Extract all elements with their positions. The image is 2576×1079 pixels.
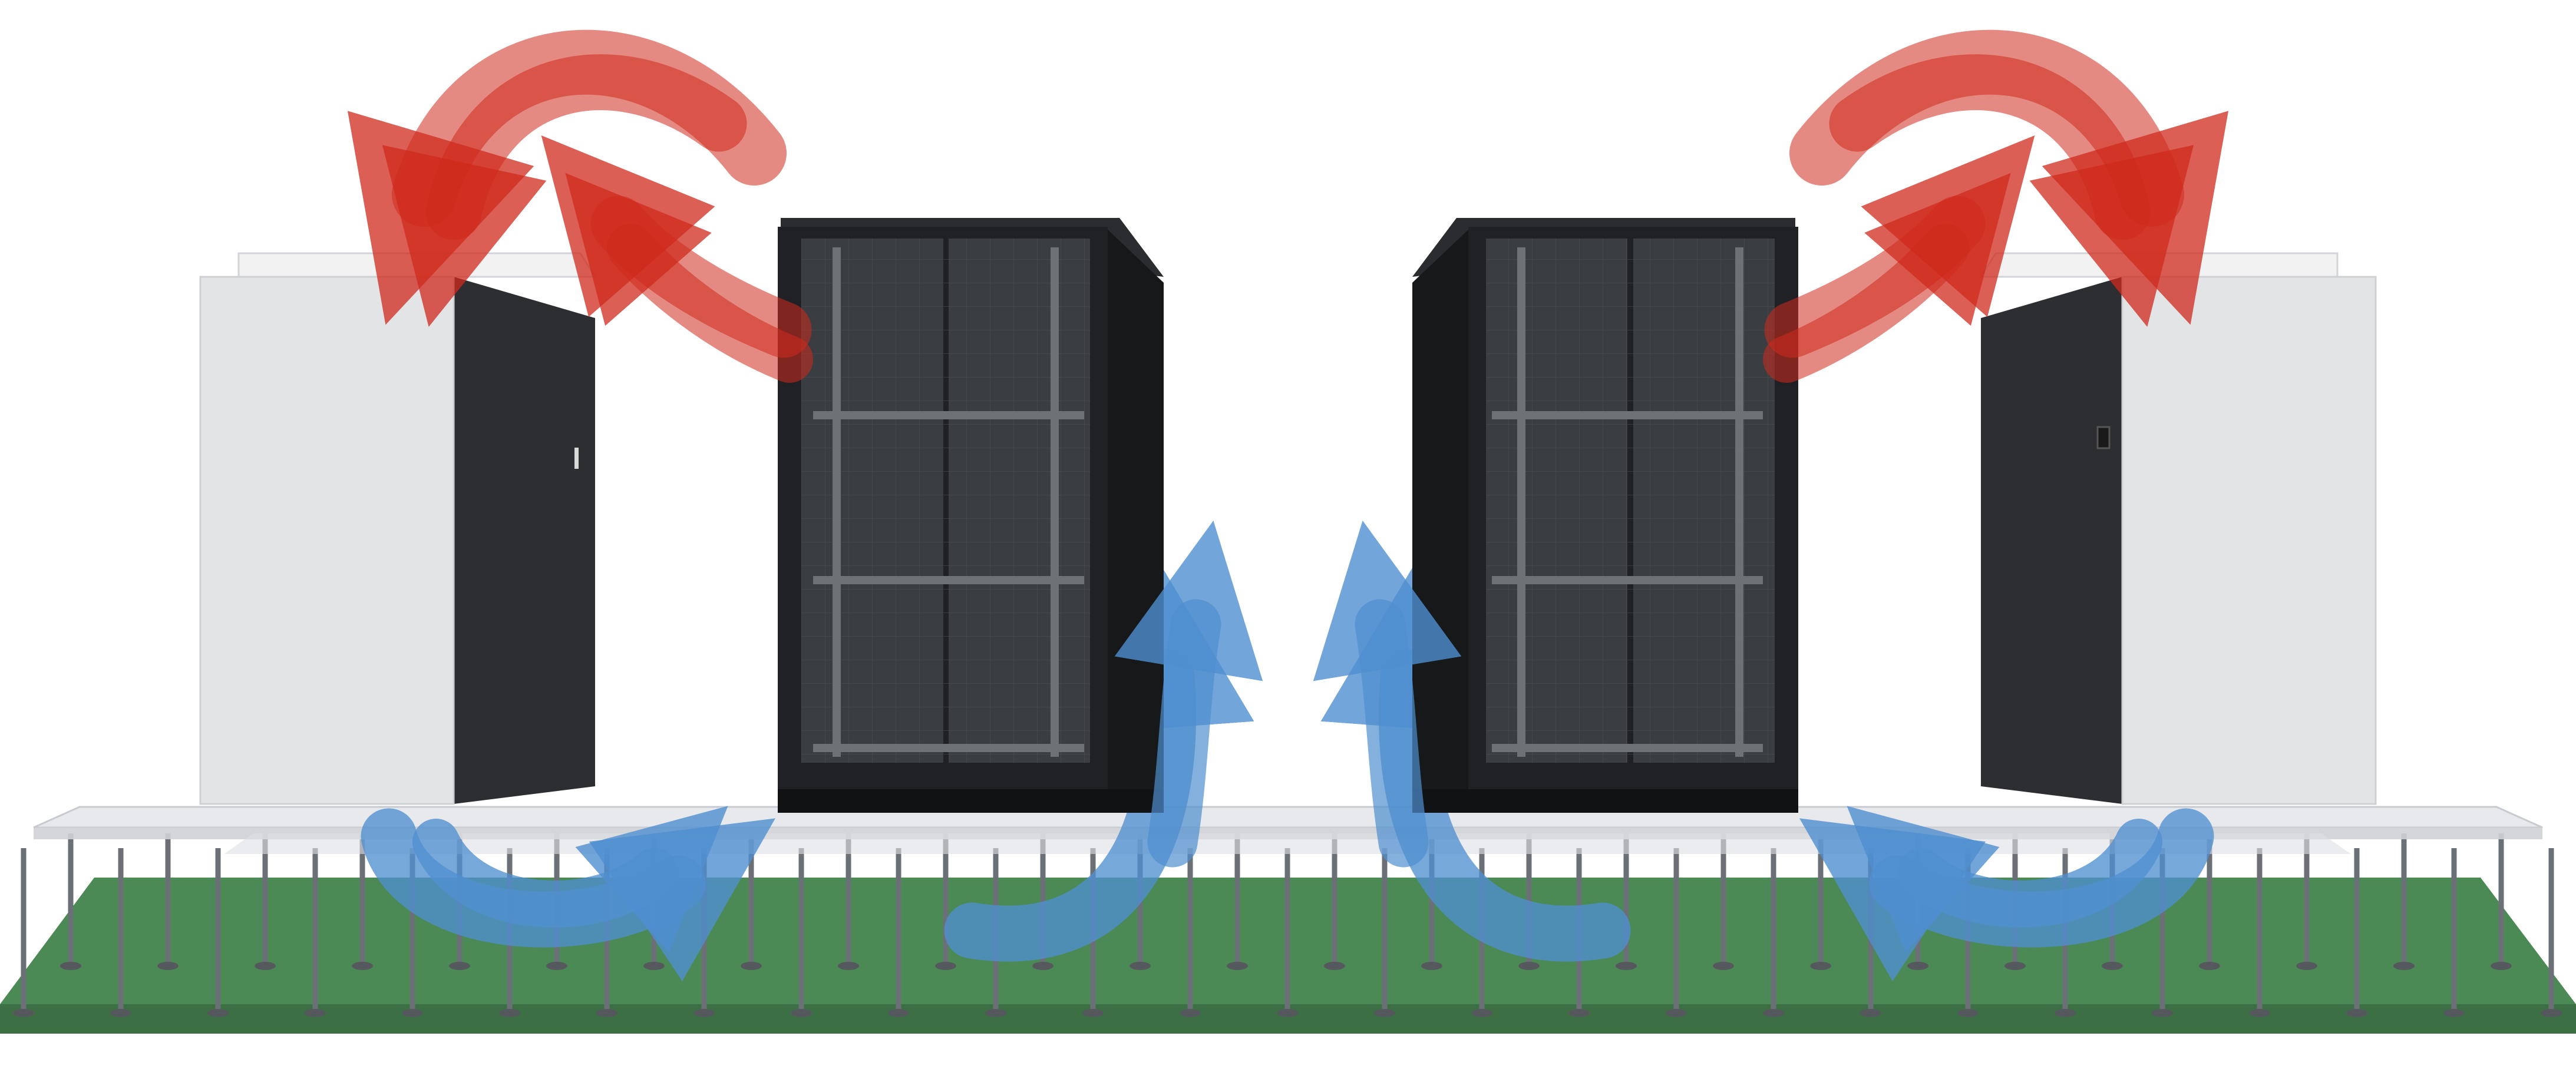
pedestal-foot [888, 1009, 909, 1017]
pedestal-foot [13, 1009, 34, 1017]
pedestal-foot [643, 962, 665, 970]
pedestal-foot [693, 1009, 715, 1017]
crac-top [237, 252, 597, 278]
rack-side [1108, 230, 1164, 813]
pedestal-foot [2004, 962, 2026, 970]
pedestal-foot [935, 962, 956, 970]
pedestal-foot [2296, 962, 2317, 970]
pedestal-foot [157, 962, 179, 970]
cold-air-arrow [412, 806, 728, 953]
pedestal-foot [1713, 962, 1734, 970]
pedestal-foot [1568, 1009, 1590, 1017]
pedestal-foot [1421, 962, 1442, 970]
rack-door-mesh [801, 239, 1090, 763]
pedestal-foot [110, 1009, 131, 1017]
crac-handle [2096, 426, 2111, 449]
pedestal-foot [1616, 962, 1637, 970]
pedestal-foot [2055, 1009, 2076, 1017]
rack-door-mesh [1486, 239, 1775, 763]
pedestal-foot [1277, 1009, 1298, 1017]
pedestal-foot [2249, 1009, 2270, 1017]
server-rack-left [778, 218, 1164, 813]
pedestal-foot [1666, 1009, 1687, 1017]
hot-air-arrow [565, 173, 813, 383]
pedestal-foot [546, 962, 567, 970]
server-rack-right [1412, 218, 1798, 813]
pedestal-foot [2102, 962, 2123, 970]
pedestal-foot [596, 1009, 617, 1017]
pedestal-foot [741, 962, 762, 970]
pedestal-foot [2346, 1009, 2367, 1017]
rack-internal-rails [813, 247, 1084, 757]
pedestal-foot [838, 962, 859, 970]
hot-air-arrow [382, 54, 747, 327]
pedestal-foot [2491, 962, 2512, 970]
hot-air-flow [348, 29, 2228, 383]
crac-front-panel [2121, 276, 2377, 805]
crac-unit-left [199, 252, 597, 805]
hot-air-arrow [1763, 173, 2011, 383]
pedestal-foot [2152, 1009, 2173, 1017]
pedestal-foot [402, 1009, 423, 1017]
pedestal-foot [2541, 1009, 2562, 1017]
pedestal-foot [207, 1009, 229, 1017]
pedestal-foot [1324, 962, 1345, 970]
crac-top [1979, 252, 2339, 278]
pedestal-foot [1471, 1009, 1492, 1017]
hot-air-arrow [1829, 54, 2194, 327]
pedestal-foot [2199, 962, 2220, 970]
crac-side-panel [454, 277, 595, 804]
pedestal-foot [1180, 1009, 1201, 1017]
pedestal-foot [1518, 962, 1540, 970]
pedestal-foot [1082, 1009, 1104, 1017]
pedestal-foot [255, 962, 276, 970]
pedestal-foot [305, 1009, 326, 1017]
pedestal-foot [2443, 1009, 2465, 1017]
pedestal-foot [791, 1009, 812, 1017]
pedestal-foot [1763, 1009, 1784, 1017]
crac-side-panel [1981, 277, 2122, 804]
pedestal-foot [499, 1009, 520, 1017]
rack-side [1412, 230, 1468, 813]
pedestal-foot [449, 962, 470, 970]
pedestal-foot [1032, 962, 1053, 970]
crac-unit-right [1979, 252, 2377, 805]
rack-base [1412, 789, 1798, 813]
pedestal-foot [1130, 962, 1151, 970]
cold-air-arrow [1847, 806, 2162, 953]
pedestal-foot [2393, 962, 2415, 970]
pedestal-foot [352, 962, 373, 970]
pedestal-foot [60, 962, 81, 970]
pedestal-foot [1957, 1009, 1979, 1017]
pedestal-foot [1227, 962, 1248, 970]
pedestal-foot [985, 1009, 1006, 1017]
rack-base [778, 789, 1164, 813]
pedestal-foot [1907, 962, 1928, 970]
crac-handle [574, 448, 579, 469]
rack-internal-rails [1492, 247, 1763, 757]
pedestal-foot [1860, 1009, 1881, 1017]
crac-front-panel [199, 276, 455, 805]
pedestal-foot [1374, 1009, 1395, 1017]
cold-air-arrow [1313, 520, 1462, 868]
cold-air-front-overlay [1114, 520, 1462, 868]
floor-tile-lower-layer [224, 833, 2351, 854]
pedestal-foot [1810, 962, 1831, 970]
cold-air-arrow [1114, 520, 1263, 868]
